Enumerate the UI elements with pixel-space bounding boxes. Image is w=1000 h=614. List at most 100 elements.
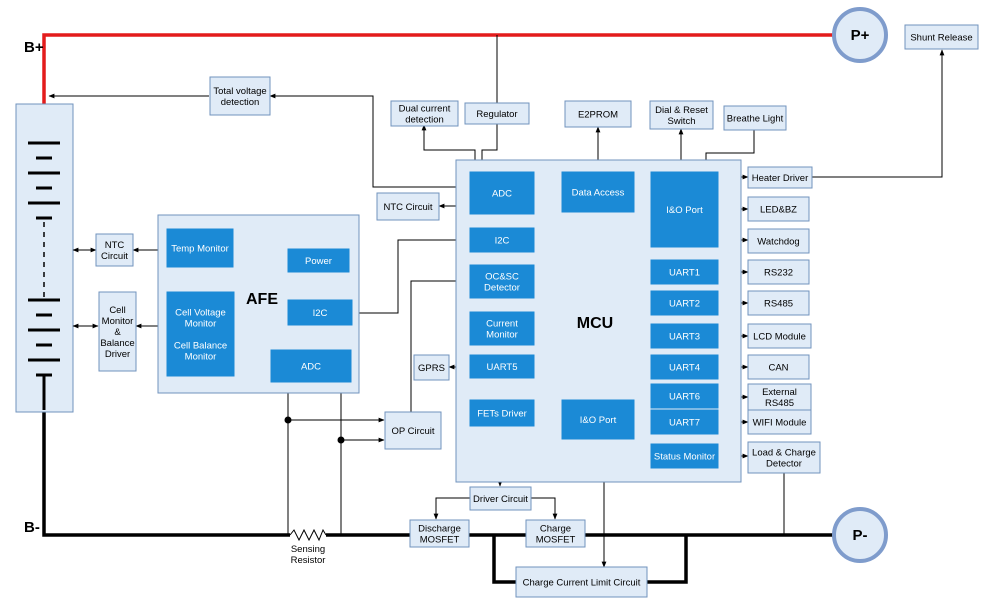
block-label: & — [114, 327, 121, 338]
block-label: Shunt Release — [910, 33, 972, 44]
mcu-fets-driver: FETs Driver — [469, 399, 535, 427]
block-label: Heater Driver — [752, 173, 809, 184]
block-label: Dial & Reset — [655, 105, 708, 116]
block-label: Switch — [668, 116, 696, 127]
block-label: LCD Module — [753, 332, 806, 343]
limit-loop-right — [647, 535, 688, 584]
block-heater-driver: Heater Driver — [747, 166, 813, 189]
block-breathe-light: Breathe Light — [723, 105, 787, 131]
block-label: detection — [221, 97, 260, 108]
sensing-resistor-label-1: Sensing — [291, 544, 325, 555]
block-label: Power — [305, 256, 332, 267]
mcu-uart1: UART1 — [650, 259, 719, 285]
sensing-resistor-symbol — [289, 528, 327, 542]
block-label: Monitor — [102, 316, 134, 327]
block-label: UART3 — [669, 332, 700, 343]
block-label: Data Access — [572, 188, 625, 199]
block-led-bz: LED&BZ — [747, 196, 810, 222]
mcu-data-access: Data Access — [561, 171, 635, 213]
block-label: I2C — [313, 308, 328, 319]
mcu-uart3: UART3 — [650, 323, 719, 349]
block-op-circuit: OP Circuit — [384, 411, 442, 450]
block-label: RS485 — [765, 398, 794, 409]
block-label: Watchdog — [757, 237, 799, 248]
battery-pack — [15, 103, 74, 413]
block-label: Detector — [484, 283, 520, 294]
block-label: Monitor — [185, 352, 217, 363]
block-label: ADC — [301, 362, 321, 373]
block-label: Temp Monitor — [171, 244, 229, 255]
block-label: MOSFET — [420, 535, 460, 546]
block-label: CAN — [768, 363, 788, 374]
block-label: NTC Circuit — [383, 202, 432, 213]
block-label: Driver Circuit — [473, 494, 528, 505]
battery-cells — [28, 141, 60, 410]
block-label: Breathe Light — [727, 114, 784, 125]
mcu-adc: ADC — [469, 171, 535, 215]
block-label: Charge — [540, 524, 571, 535]
block-label: RS232 — [764, 268, 793, 279]
block-shunt-release: Shunt Release — [904, 24, 979, 50]
b-minus-label: B- — [24, 519, 40, 536]
b-plus-label: B+ — [24, 39, 44, 56]
mcu-i2c: I2C — [469, 227, 535, 253]
block-label: External — [762, 387, 797, 398]
block-label: FETs Driver — [477, 409, 527, 420]
p-plus-terminal: P+ — [832, 7, 888, 63]
block-label: Discharge — [418, 524, 461, 535]
block-label: Dual current — [399, 104, 451, 115]
afe-label: AFE — [246, 291, 278, 308]
block-e2prom: E2PROM — [564, 100, 632, 128]
mcu-status-monitor: Status Monitor — [650, 443, 719, 469]
positive-bus-line — [42, 33, 833, 143]
block-label: Detector — [766, 459, 802, 470]
block-label: Charge Current Limit Circuit — [523, 578, 641, 589]
afe-temp-monitor: Temp Monitor — [166, 228, 234, 268]
block-label: UART4 — [669, 363, 700, 374]
mcu-uart5: UART5 — [469, 354, 535, 379]
block-driver-circuit: Driver Circuit — [469, 486, 532, 511]
block-label: Driver — [105, 349, 130, 360]
block-label: Load & Charge — [752, 448, 816, 459]
block-lcd-module: LCD Module — [747, 323, 812, 349]
limit-loop-left — [492, 535, 516, 584]
block-watchdog: Watchdog — [747, 228, 810, 254]
block-label: GPRS — [418, 363, 445, 374]
negative-bus-left — [42, 408, 290, 537]
block-label: NTC — [105, 240, 125, 251]
block-label: LED&BZ — [760, 205, 797, 216]
block-gprs: GPRS — [413, 354, 450, 381]
block-label: WIFI Module — [753, 418, 807, 429]
p-minus-terminal: P- — [832, 507, 888, 563]
block-label: Regulator — [476, 109, 517, 120]
block-label: Cell — [109, 305, 125, 316]
block-label: UART5 — [487, 362, 518, 373]
block-label: I&O Port — [666, 205, 703, 216]
block-label: I2C — [495, 236, 510, 247]
block-label: Monitor — [486, 330, 518, 341]
mcu-label: MCU — [577, 315, 613, 332]
block-label: OP Circuit — [391, 426, 434, 437]
svg-text:P-: P- — [853, 527, 868, 544]
junction-dot — [284, 416, 292, 424]
block-label: Cell Balance — [174, 341, 227, 352]
mcu-uart6: UART6 — [650, 383, 719, 409]
afe-i2c: I2C — [287, 299, 353, 326]
block-label: RS485 — [764, 299, 793, 310]
block-label: UART7 — [669, 418, 700, 429]
svg-text:P+: P+ — [851, 27, 870, 44]
block-label: Current — [486, 319, 518, 330]
mcu-io-port-top: I&O Port — [650, 171, 719, 248]
mcu-uart2: UART2 — [650, 290, 719, 316]
afe-power: Power — [287, 248, 350, 273]
junction-dot — [337, 436, 345, 444]
sensing-resistor-label-2: Resistor — [291, 555, 326, 566]
block-wifi-module: WIFI Module — [747, 409, 812, 435]
